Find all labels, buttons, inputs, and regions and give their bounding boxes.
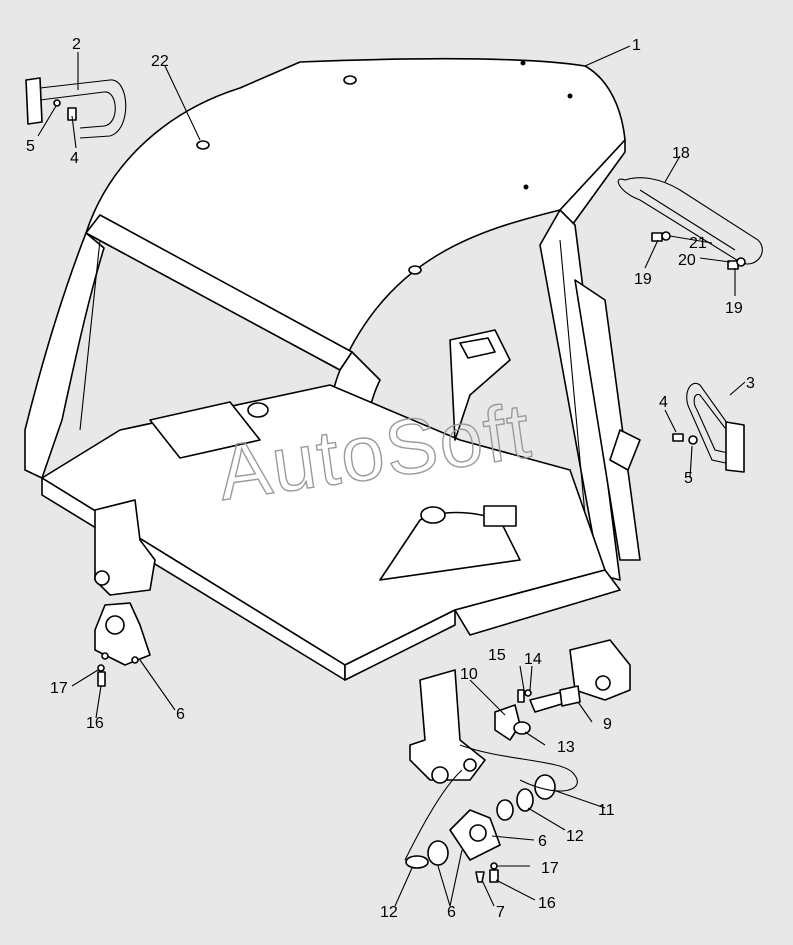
cab-legs (94, 499, 631, 784)
cab-roof (85, 57, 626, 371)
callout-16-right: 16 (538, 895, 556, 912)
leader-lines (37, 45, 746, 907)
grab-handle-3 (672, 382, 745, 473)
mount-bracket-left (94, 602, 151, 687)
callout-4-right: 4 (659, 394, 668, 411)
callout-17-left: 17 (50, 680, 68, 697)
callout-2: 2 (72, 36, 81, 53)
callout-17-right: 17 (541, 860, 559, 877)
callout-labels: 1 2 3 4 4 5 5 6 6 6 7 9 10 11 12 12 13 1… (26, 36, 755, 921)
callout-15: 15 (488, 647, 506, 664)
callout-1: 1 (632, 37, 641, 54)
callout-18: 18 (672, 145, 690, 162)
callout-5-left: 5 (26, 138, 35, 155)
callout-4-left: 4 (70, 150, 79, 167)
callout-12-left: 12 (380, 904, 398, 921)
callout-19-left: 19 (634, 271, 652, 288)
pin-assembly (404, 685, 581, 883)
grab-handle-2 (25, 77, 127, 139)
callout-5-right: 5 (684, 470, 693, 487)
callout-6-left: 6 (176, 706, 185, 723)
callout-20: 20 (678, 252, 696, 269)
callout-6-right: 6 (538, 833, 547, 850)
callout-16-left: 16 (86, 715, 104, 732)
callout-14: 14 (524, 651, 542, 668)
callout-21: 21 (689, 235, 707, 252)
callout-12-right: 12 (566, 828, 584, 845)
callout-6-bottom: 6 (447, 904, 456, 921)
callout-11: 11 (598, 802, 615, 819)
callout-19-right: 19 (725, 300, 743, 317)
callout-3: 3 (746, 375, 755, 392)
callout-9: 9 (603, 716, 612, 733)
callout-10: 10 (460, 666, 478, 683)
callout-22: 22 (151, 53, 169, 70)
callout-13: 13 (557, 739, 575, 756)
callout-7: 7 (496, 904, 505, 921)
